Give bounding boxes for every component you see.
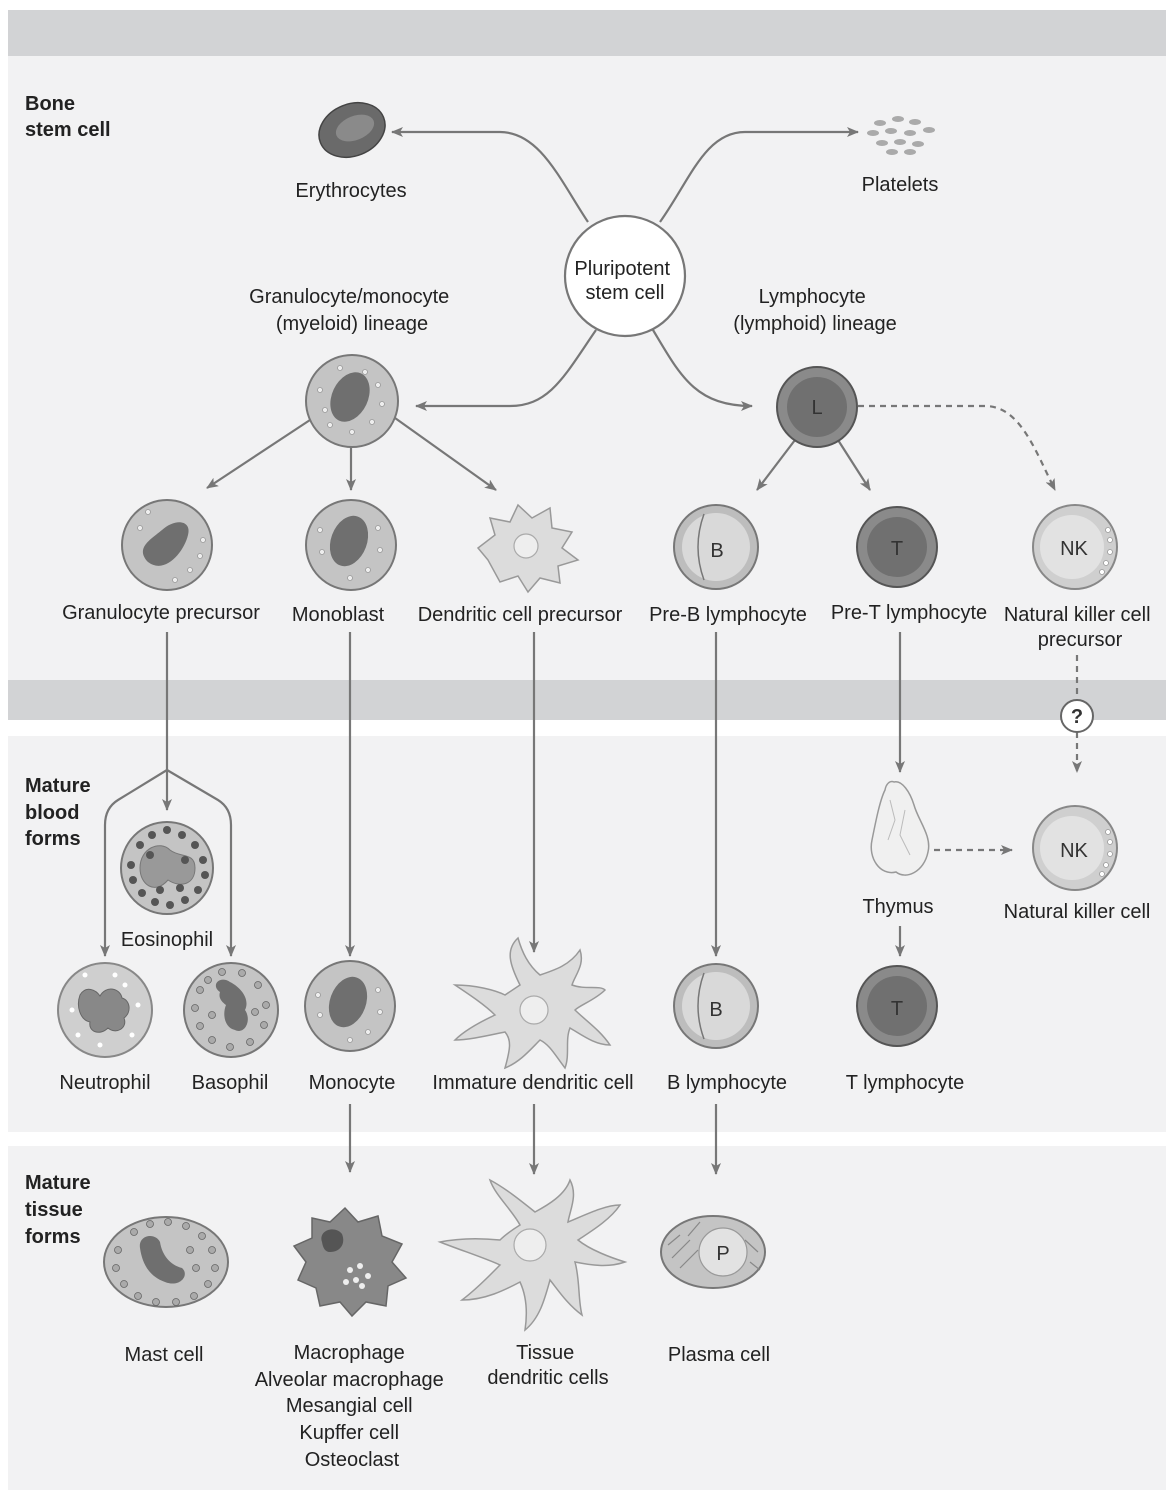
letter-b-pre: B bbox=[710, 540, 723, 562]
arrow-to-neutrophil bbox=[100, 769, 168, 957]
letter-nk-cell: NK bbox=[1060, 840, 1088, 862]
b-lymphocyte-cell: B bbox=[673, 963, 759, 1049]
eosinophil-label: Eosinophil bbox=[121, 929, 213, 951]
question-badge: ? bbox=[1060, 699, 1094, 733]
granulocyte-precursor-label: Granulocyte precursor bbox=[62, 602, 260, 624]
section-blood-title: Mature blood forms bbox=[25, 775, 96, 850]
pre-t-label: Pre-T lymphocyte bbox=[831, 602, 987, 624]
letter-b: B bbox=[709, 999, 722, 1021]
arrow-to-erythrocytes bbox=[391, 127, 589, 223]
nk-precursor-cell: NK bbox=[1032, 504, 1118, 590]
dendritic-precursor-cell bbox=[476, 503, 580, 594]
myeloid-lineage-label: Granulocyte/monocyte (myeloid) lineage bbox=[249, 286, 455, 335]
arrow-to-myeloid bbox=[415, 329, 597, 411]
basophil-cell bbox=[183, 962, 279, 1058]
middle-band bbox=[8, 680, 1166, 720]
section-bone-title: Bone stem cell bbox=[25, 93, 111, 141]
arrow-to-nk-precursor bbox=[858, 404, 1056, 491]
t-lymphocyte-label: T lymphocyte bbox=[846, 1072, 965, 1094]
tissue-dendritic-label: Tissue dendritic cells bbox=[487, 1342, 608, 1389]
macrophage-cell bbox=[292, 1206, 408, 1318]
letter-nk-precursor: NK bbox=[1060, 538, 1088, 560]
immature-dendritic-label: Immature dendritic cell bbox=[432, 1072, 633, 1094]
letter-t: T bbox=[891, 998, 903, 1020]
macrophage-labels: Macrophage Alveolar macrophage Mesangial… bbox=[255, 1342, 450, 1471]
pluripotent-stem-cell: Pluripotent stem cell bbox=[563, 214, 687, 338]
neutrophil-label: Neutrophil bbox=[59, 1072, 150, 1094]
erythrocyte-cell-icon bbox=[318, 101, 386, 159]
platelets-icon bbox=[867, 116, 935, 155]
pre-t-lymphocyte-cell: T bbox=[856, 506, 938, 588]
nk-precursor-label: Natural killer cell precursor bbox=[1004, 604, 1156, 651]
granulocyte-precursor-cell bbox=[121, 499, 213, 591]
arrow-to-granulocyte-precursor bbox=[206, 419, 311, 489]
erythrocytes-label: Erythrocytes bbox=[295, 180, 406, 202]
nk-cell: NK bbox=[1032, 805, 1118, 891]
thymus-label: Thymus bbox=[862, 896, 933, 918]
pluripotent-label: Pluripotent stem cell bbox=[574, 258, 675, 304]
monocyte-cell bbox=[304, 960, 396, 1052]
monoblast-cell bbox=[305, 499, 397, 591]
blood-section bbox=[8, 736, 1166, 1132]
arrow-to-pre-t bbox=[837, 439, 871, 491]
basophil-label: Basophil bbox=[192, 1072, 269, 1094]
arrow-to-dendritic-precursor bbox=[394, 417, 497, 491]
pre-b-lymphocyte-cell: B bbox=[673, 504, 759, 590]
connectors bbox=[100, 127, 1082, 1175]
monoblast-label: Monoblast bbox=[292, 604, 385, 626]
monocyte-label: Monocyte bbox=[309, 1072, 396, 1094]
lymphoid-progenitor-cell: L bbox=[776, 366, 858, 448]
b-lymphocyte-label: B lymphocyte bbox=[667, 1072, 787, 1094]
tissue-dendritic-cell bbox=[437, 1178, 628, 1332]
plasma-cell: P bbox=[660, 1215, 766, 1289]
nk-cell-label: Natural killer cell bbox=[1004, 901, 1151, 923]
platelets-label: Platelets bbox=[862, 174, 939, 196]
plasma-cell-label: Plasma cell bbox=[668, 1344, 770, 1366]
arrow-to-lymphoid bbox=[652, 329, 753, 411]
t-lymphocyte-cell: T bbox=[856, 965, 938, 1047]
letter-t-pre: T bbox=[891, 538, 903, 560]
eosinophil-cell bbox=[120, 821, 214, 915]
bone-marrow-section bbox=[8, 56, 1166, 680]
arrow-to-platelets bbox=[659, 127, 859, 223]
immature-dendritic-cell bbox=[452, 936, 612, 1070]
letter-l: L bbox=[811, 397, 822, 419]
letter-p: P bbox=[716, 1243, 729, 1265]
tissue-section bbox=[8, 1146, 1166, 1490]
myeloid-progenitor-cell bbox=[305, 354, 399, 448]
lymphoid-lineage-label: Lymphocyte (lymphoid) lineage bbox=[733, 286, 896, 335]
dendritic-precursor-label: Dendritic cell precursor bbox=[418, 604, 623, 626]
neutrophil-cell bbox=[57, 962, 153, 1058]
top-band bbox=[8, 10, 1166, 56]
mast-cell bbox=[103, 1216, 229, 1308]
thymus-organ bbox=[870, 780, 930, 876]
mast-cell-label: Mast cell bbox=[125, 1344, 204, 1366]
arrow-to-basophil bbox=[166, 769, 236, 957]
arrow-to-pre-b bbox=[756, 439, 796, 491]
question-mark: ? bbox=[1071, 706, 1083, 728]
section-tissue-title: Mature tissue forms bbox=[25, 1172, 96, 1248]
pre-b-label: Pre-B lymphocyte bbox=[649, 604, 807, 626]
